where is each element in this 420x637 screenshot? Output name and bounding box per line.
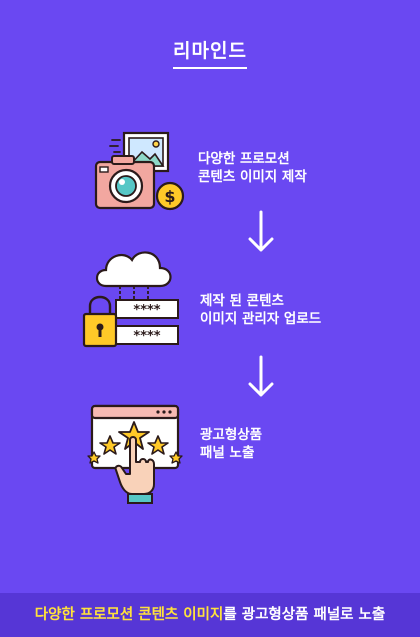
- step-line-2: 이미지 관리자 업로드: [200, 311, 322, 327]
- step-line-1: 제작 된 콘텐츠: [200, 293, 284, 309]
- banner-highlight: 다양한 프로모션 콘텐츠 이미지: [34, 607, 224, 623]
- header: 리마인드: [0, 36, 420, 69]
- star-rating-hand-icon: [87, 404, 183, 504]
- step-upload: **** **** 제작 된 콘텐츠 이미지 관리자 업로드: [0, 242, 420, 352]
- step-panel-exposure: 광고형상품 패널 노출: [0, 404, 420, 508]
- step-line-2: 콘텐츠 이미지 제작: [198, 169, 307, 185]
- page-title: 리마인드: [173, 36, 247, 69]
- arrow-down-icon: [248, 355, 274, 397]
- step-content-creation: $ 다양한 프로모션 콘텐츠 이미지 제작: [0, 128, 420, 218]
- step-line-1: 광고형상품: [200, 427, 263, 443]
- svg-text:****: ****: [133, 303, 160, 318]
- arrow-down-icon: [248, 210, 274, 252]
- camera-photo-coin-icon: $: [94, 131, 185, 211]
- step-line-2: 패널 노출: [200, 445, 255, 461]
- summary-banner: 다양한 프로모션 콘텐츠 이미지를 광고형상품 패널로 노출: [0, 593, 420, 637]
- step-line-1: 다양한 프로모션: [198, 151, 290, 167]
- cloud-lock-password-icon: **** ****: [82, 251, 179, 348]
- svg-text:****: ****: [133, 329, 160, 344]
- banner-text: 를 광고형상품 패널로 노출: [223, 607, 386, 623]
- svg-text:$: $: [164, 187, 175, 206]
